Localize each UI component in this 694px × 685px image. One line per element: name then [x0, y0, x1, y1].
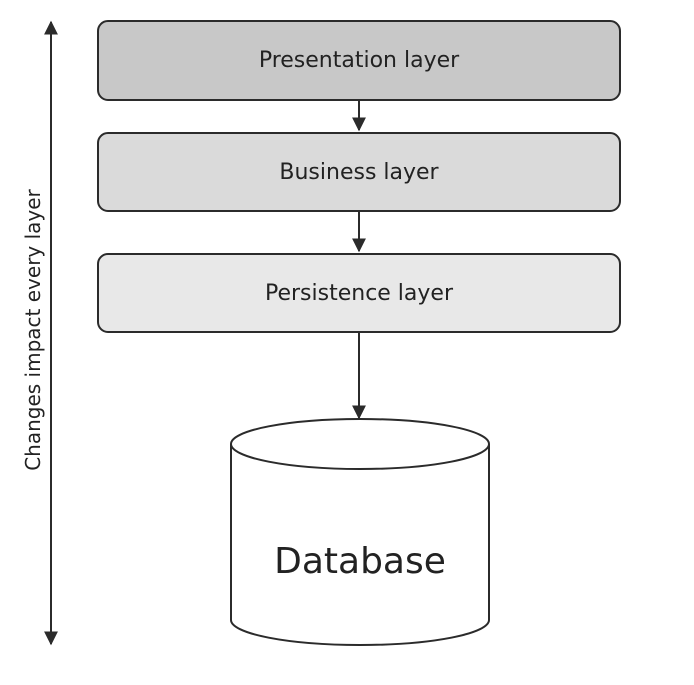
- business-layer-box: Business layer: [97, 132, 621, 212]
- database-label: Database: [274, 540, 446, 582]
- presentation-layer-label: Presentation layer: [258, 48, 460, 73]
- presentation-layer-box: Presentation layer: [97, 20, 621, 101]
- database-cylinder: [230, 418, 490, 646]
- persistence-layer-label: Persistence layer: [264, 280, 454, 306]
- persistence-layer-box: Persistence layer: [97, 253, 621, 333]
- business-layer-label: Business layer: [279, 159, 439, 185]
- side-arrow-label: Changes impact every layer: [21, 189, 45, 471]
